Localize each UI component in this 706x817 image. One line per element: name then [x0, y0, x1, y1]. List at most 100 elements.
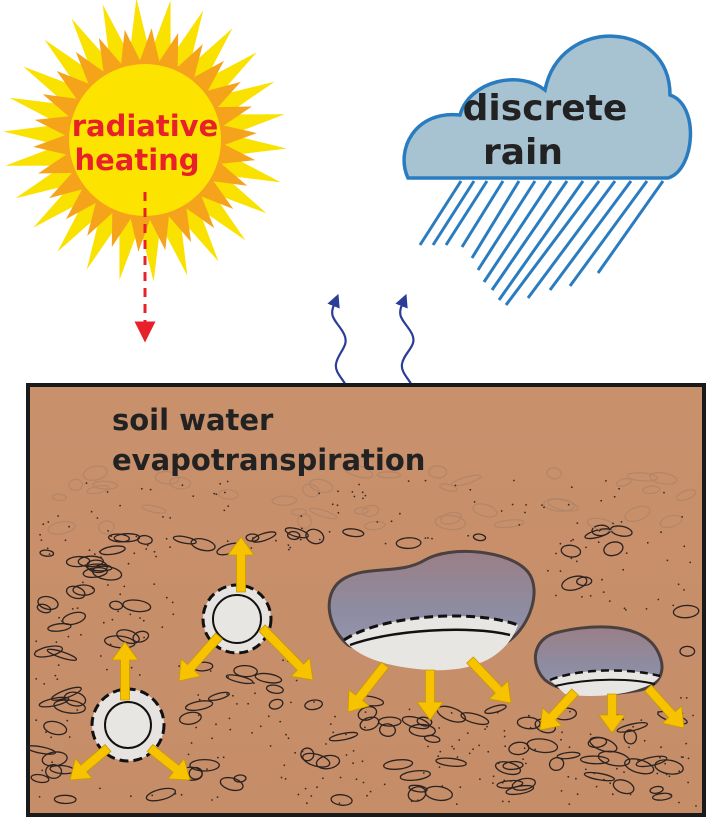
grain-dot: [88, 549, 91, 552]
grain-dot: [353, 495, 356, 498]
pebble: [36, 603, 52, 614]
grain-dot: [570, 486, 573, 489]
grain-dot: [123, 585, 126, 588]
pebble: [271, 495, 298, 506]
flux-arrow: [466, 656, 512, 704]
grain-dot: [567, 775, 570, 778]
grain-dot: [106, 668, 108, 671]
grain-dot: [331, 503, 334, 506]
grain-dot: [107, 530, 109, 532]
grain-dot: [469, 488, 472, 491]
grain-dot: [332, 731, 335, 734]
grain-dot: [602, 591, 605, 593]
grain-dot: [559, 570, 562, 572]
grain-dot: [615, 525, 617, 528]
pebble: [579, 755, 610, 765]
grain-dot: [599, 529, 602, 531]
pebble: [649, 785, 664, 794]
grain-dot: [145, 548, 148, 550]
grain-dot: [513, 479, 515, 482]
grain-dot: [172, 613, 175, 616]
pebble: [46, 648, 78, 661]
grain-dot: [613, 495, 616, 498]
grain-dot: [226, 540, 229, 542]
grain-dot: [501, 800, 504, 803]
grain-dot: [529, 726, 532, 729]
grain-dot: [181, 484, 184, 487]
grain-dot: [689, 561, 692, 564]
grain-dot: [427, 745, 429, 748]
grain-dot: [560, 738, 562, 741]
grain-dot: [456, 756, 459, 758]
pebble: [47, 622, 72, 632]
grain-dot: [687, 781, 689, 784]
grain-dot: [130, 666, 133, 669]
grain-dot: [287, 544, 290, 546]
cloud-label-line2: rain: [483, 132, 563, 173]
flux-arrow: [178, 632, 223, 682]
pebble: [51, 493, 67, 502]
pebble: [245, 533, 260, 542]
pebble: [286, 530, 301, 541]
grain-dot: [153, 550, 156, 553]
grain-dot: [503, 730, 506, 732]
grain-dot: [472, 748, 474, 751]
grain-dot: [567, 503, 570, 506]
grain-dot: [222, 756, 225, 759]
grain-dot: [227, 505, 230, 507]
grain-dot: [410, 800, 413, 803]
flux-arrow: [111, 641, 139, 701]
grain-dot: [685, 742, 688, 745]
pebble: [616, 478, 632, 487]
grain-dot: [289, 546, 292, 549]
soil-texture-faint: [47, 463, 697, 535]
grain-dot: [692, 714, 694, 717]
grain-dot: [47, 521, 50, 523]
grain-dot: [646, 541, 649, 544]
grain-dot: [681, 516, 684, 518]
pebble: [284, 527, 309, 539]
grain-dot: [325, 743, 327, 745]
grain-dot: [628, 746, 630, 749]
grain-dot: [35, 640, 38, 643]
grain-dot: [226, 480, 229, 483]
pebble: [68, 478, 84, 492]
grain-dot: [129, 613, 132, 616]
grain-dot: [54, 674, 57, 677]
grain-dot: [620, 521, 623, 523]
pebble: [651, 792, 673, 801]
grain-dot: [438, 727, 441, 729]
grain-dot: [42, 523, 45, 526]
grain-dot: [206, 768, 208, 770]
pebble: [189, 758, 220, 772]
grain-dot: [146, 544, 149, 547]
grain-dot: [509, 780, 512, 782]
grain-dot: [559, 542, 562, 545]
grain-dot: [195, 726, 198, 729]
grain-dot: [337, 511, 340, 514]
pebble: [511, 777, 536, 791]
grain-dot: [306, 802, 308, 805]
grain-dot: [140, 487, 143, 490]
grain-dot: [119, 504, 121, 507]
grain-dot: [669, 793, 671, 796]
grain-dot: [135, 535, 138, 538]
grain-dot: [593, 772, 596, 775]
pebble: [330, 794, 353, 806]
grain-dot: [438, 766, 441, 768]
grain-dot: [247, 702, 250, 705]
grain-dot: [596, 529, 599, 531]
pebble: [50, 686, 82, 701]
pebble: [659, 514, 683, 529]
grain-dot: [680, 756, 683, 758]
grain-dot: [362, 497, 364, 500]
pebble: [53, 794, 77, 805]
grain-dot: [657, 799, 660, 801]
grain-dot: [127, 562, 130, 565]
grain-dot: [695, 805, 697, 807]
grain-dot: [629, 793, 632, 796]
flux-arrow: [539, 688, 579, 731]
grain-dot: [236, 703, 238, 705]
grain-dot: [487, 750, 490, 753]
grain-dot: [555, 552, 557, 555]
